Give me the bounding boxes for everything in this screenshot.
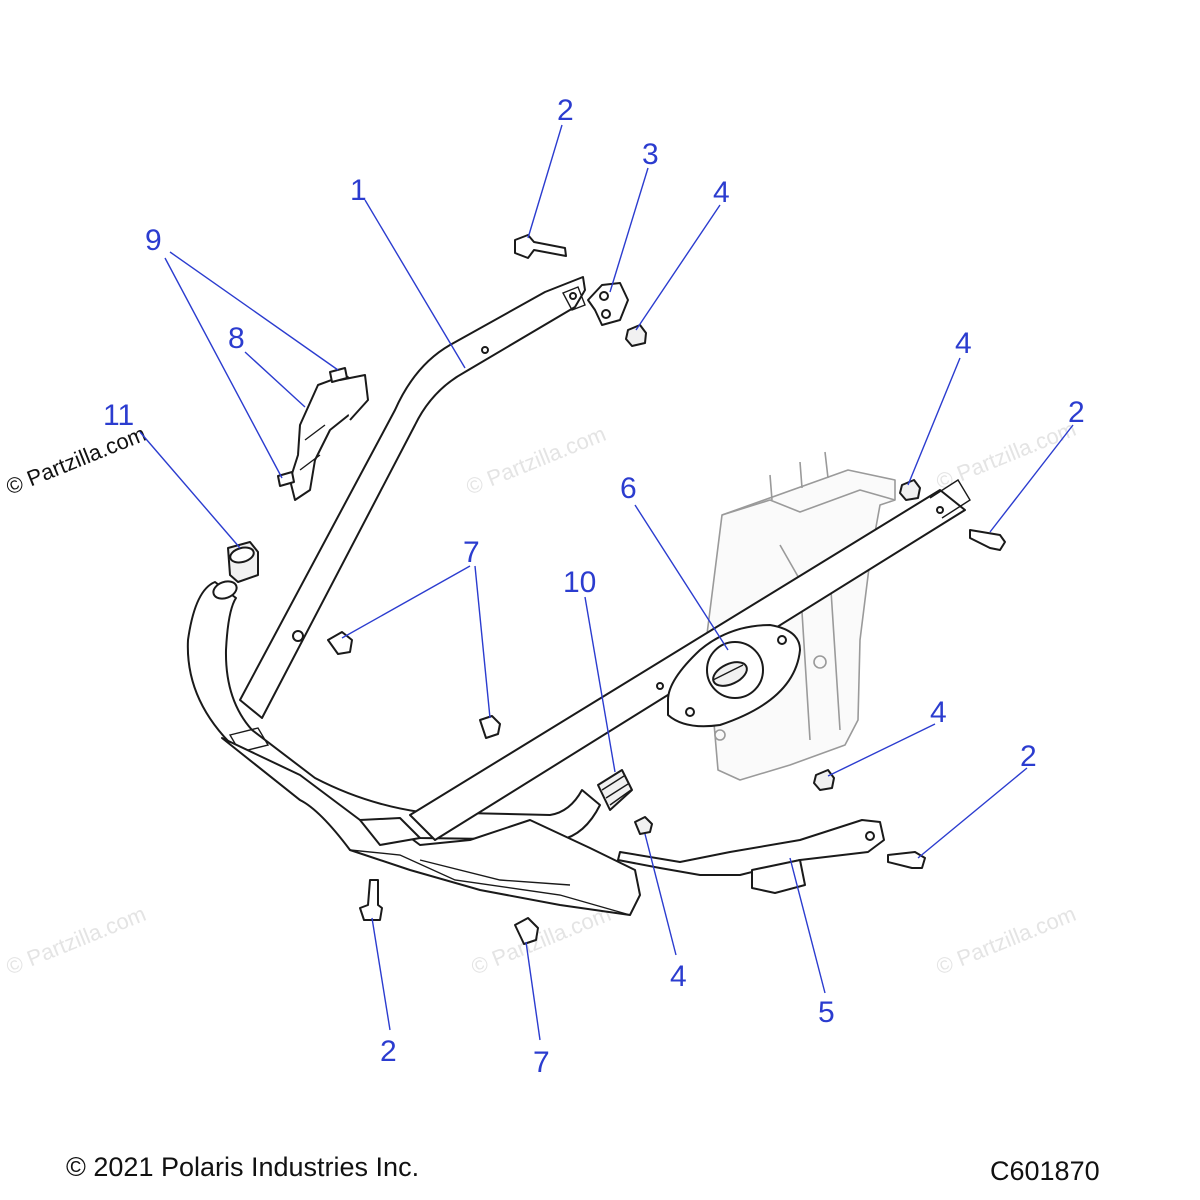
callout-4: 4	[670, 960, 687, 993]
watermark-faint: © Partzilla.com	[463, 421, 610, 500]
callout-2: 2	[557, 94, 574, 127]
callout-9: 9	[145, 224, 162, 257]
callout-numbers: 1 2 3 4 4 2 9 8 11 6 7 10 4 2 2 7 4 5	[103, 94, 1085, 1079]
leader-7c	[525, 941, 541, 1041]
leader-1	[364, 199, 466, 369]
leader-2a	[527, 124, 563, 239]
callout-4: 4	[930, 696, 947, 729]
callout-2: 2	[1068, 396, 1085, 429]
leader-2b	[989, 424, 1074, 533]
callout-2: 2	[380, 1035, 397, 1068]
bellows-boot	[597, 769, 633, 811]
leader-3	[609, 167, 649, 293]
callout-3: 3	[642, 138, 659, 171]
callout-4: 4	[955, 327, 972, 360]
grommet	[227, 541, 259, 583]
leader-9b	[164, 257, 283, 479]
leader-lines	[139, 124, 1074, 1041]
watermark-faint: © Partzilla.com	[933, 901, 1080, 980]
skid-plate	[221, 737, 641, 916]
leader-10	[584, 596, 616, 773]
leader-7b	[474, 565, 491, 719]
leader-11	[139, 431, 241, 549]
watermark-faint: © Partzilla.com	[468, 901, 615, 980]
leader-2c	[917, 767, 1028, 859]
watermark-faint: © Partzilla.com	[3, 901, 150, 980]
leader-4c	[827, 723, 936, 777]
callout-10: 10	[563, 566, 596, 599]
leader-7a	[341, 565, 471, 639]
leader-5	[789, 857, 826, 994]
callout-2: 2	[1020, 740, 1037, 773]
callout-1: 1	[350, 174, 367, 207]
leader-2d	[371, 917, 391, 1031]
callout-6: 6	[620, 472, 637, 505]
upper-bracket	[277, 367, 369, 501]
lower-bracket	[617, 819, 885, 894]
callout-4: 4	[713, 176, 730, 209]
leader-8	[244, 351, 306, 408]
leader-4a	[635, 204, 721, 331]
mount-plate	[667, 624, 801, 728]
callout-7: 7	[533, 1046, 550, 1079]
callout-8: 8	[228, 322, 245, 355]
fasteners	[327, 234, 1006, 945]
copyright-notice: © 2021 Polaris Industries Inc.	[66, 1152, 420, 1182]
watermark-main: © Partzilla.com	[3, 421, 150, 500]
frame-tube-upper	[239, 276, 586, 719]
leader-6	[634, 504, 729, 651]
callout-7: 7	[463, 536, 480, 569]
callout-11: 11	[103, 399, 134, 432]
callout-5: 5	[818, 996, 835, 1029]
leader-9a	[169, 251, 339, 371]
leader-4b	[907, 357, 961, 486]
diagram-code: C601870	[990, 1156, 1100, 1186]
leader-4d	[644, 833, 677, 956]
